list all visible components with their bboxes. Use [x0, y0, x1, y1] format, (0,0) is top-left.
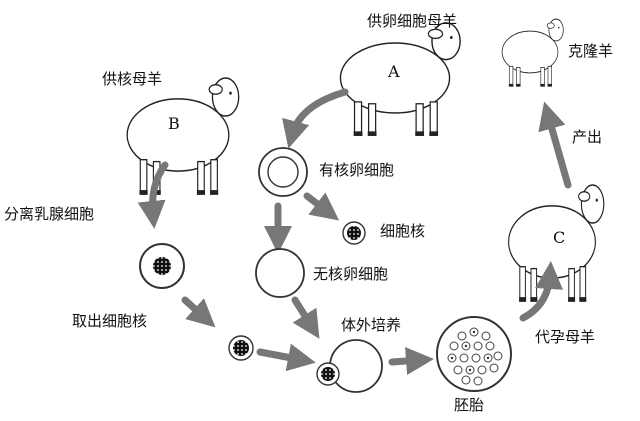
isolate-mammary-cells-label: 分离乳腺细胞 [4, 205, 95, 223]
arrow-embryo-to-c [519, 261, 564, 322]
in-vitro-culture-label: 体外培养 [341, 316, 402, 334]
donor-nucleus [228, 335, 254, 361]
sheep-b-letter: B [168, 114, 180, 133]
nucleated-egg-label: 有核卵细胞 [319, 161, 395, 179]
donor-nucleus-sheep-label: 供核母羊 [102, 70, 163, 88]
embryo-cell [436, 316, 512, 392]
embryo-label: 胚胎 [454, 396, 485, 414]
sheep-a [339, 22, 461, 137]
enucleated-egg-label: 无核卵细胞 [313, 265, 389, 283]
clone-sheep [501, 18, 564, 88]
arrow-b-to-cell [137, 161, 169, 229]
sheep-c-letter: C [553, 228, 566, 247]
nucleus-label: 细胞核 [380, 222, 426, 240]
nucleated-egg [258, 147, 308, 197]
egg-donor-sheep-label: 供卵细胞母羊 [367, 12, 458, 30]
born-label: 产出 [572, 128, 603, 146]
arrow-a-to-egg [282, 88, 349, 149]
arrow-nucleus-to-fusion [256, 343, 316, 372]
arrow-fusion-to-embryo [388, 347, 434, 375]
egg-nucleus [342, 221, 366, 245]
enucleated-egg [255, 248, 305, 298]
clone-sheep-label: 克隆羊 [568, 42, 614, 60]
arrow-c-to-clone [538, 101, 572, 189]
arrows [137, 88, 572, 375]
arrow-egg-to-nucleus [303, 192, 340, 221]
arrow-cell-to-nucleus [181, 296, 216, 328]
sheep-b [126, 77, 240, 196]
mammary-cell [139, 243, 185, 289]
extract-nucleus-label: 取出细胞核 [72, 312, 148, 330]
sheep-a-letter: A [388, 62, 400, 81]
arrow-enucleated-down [291, 296, 320, 339]
fused-cell [316, 339, 383, 393]
surrogate-sheep-label: 代孕母羊 [535, 328, 596, 346]
